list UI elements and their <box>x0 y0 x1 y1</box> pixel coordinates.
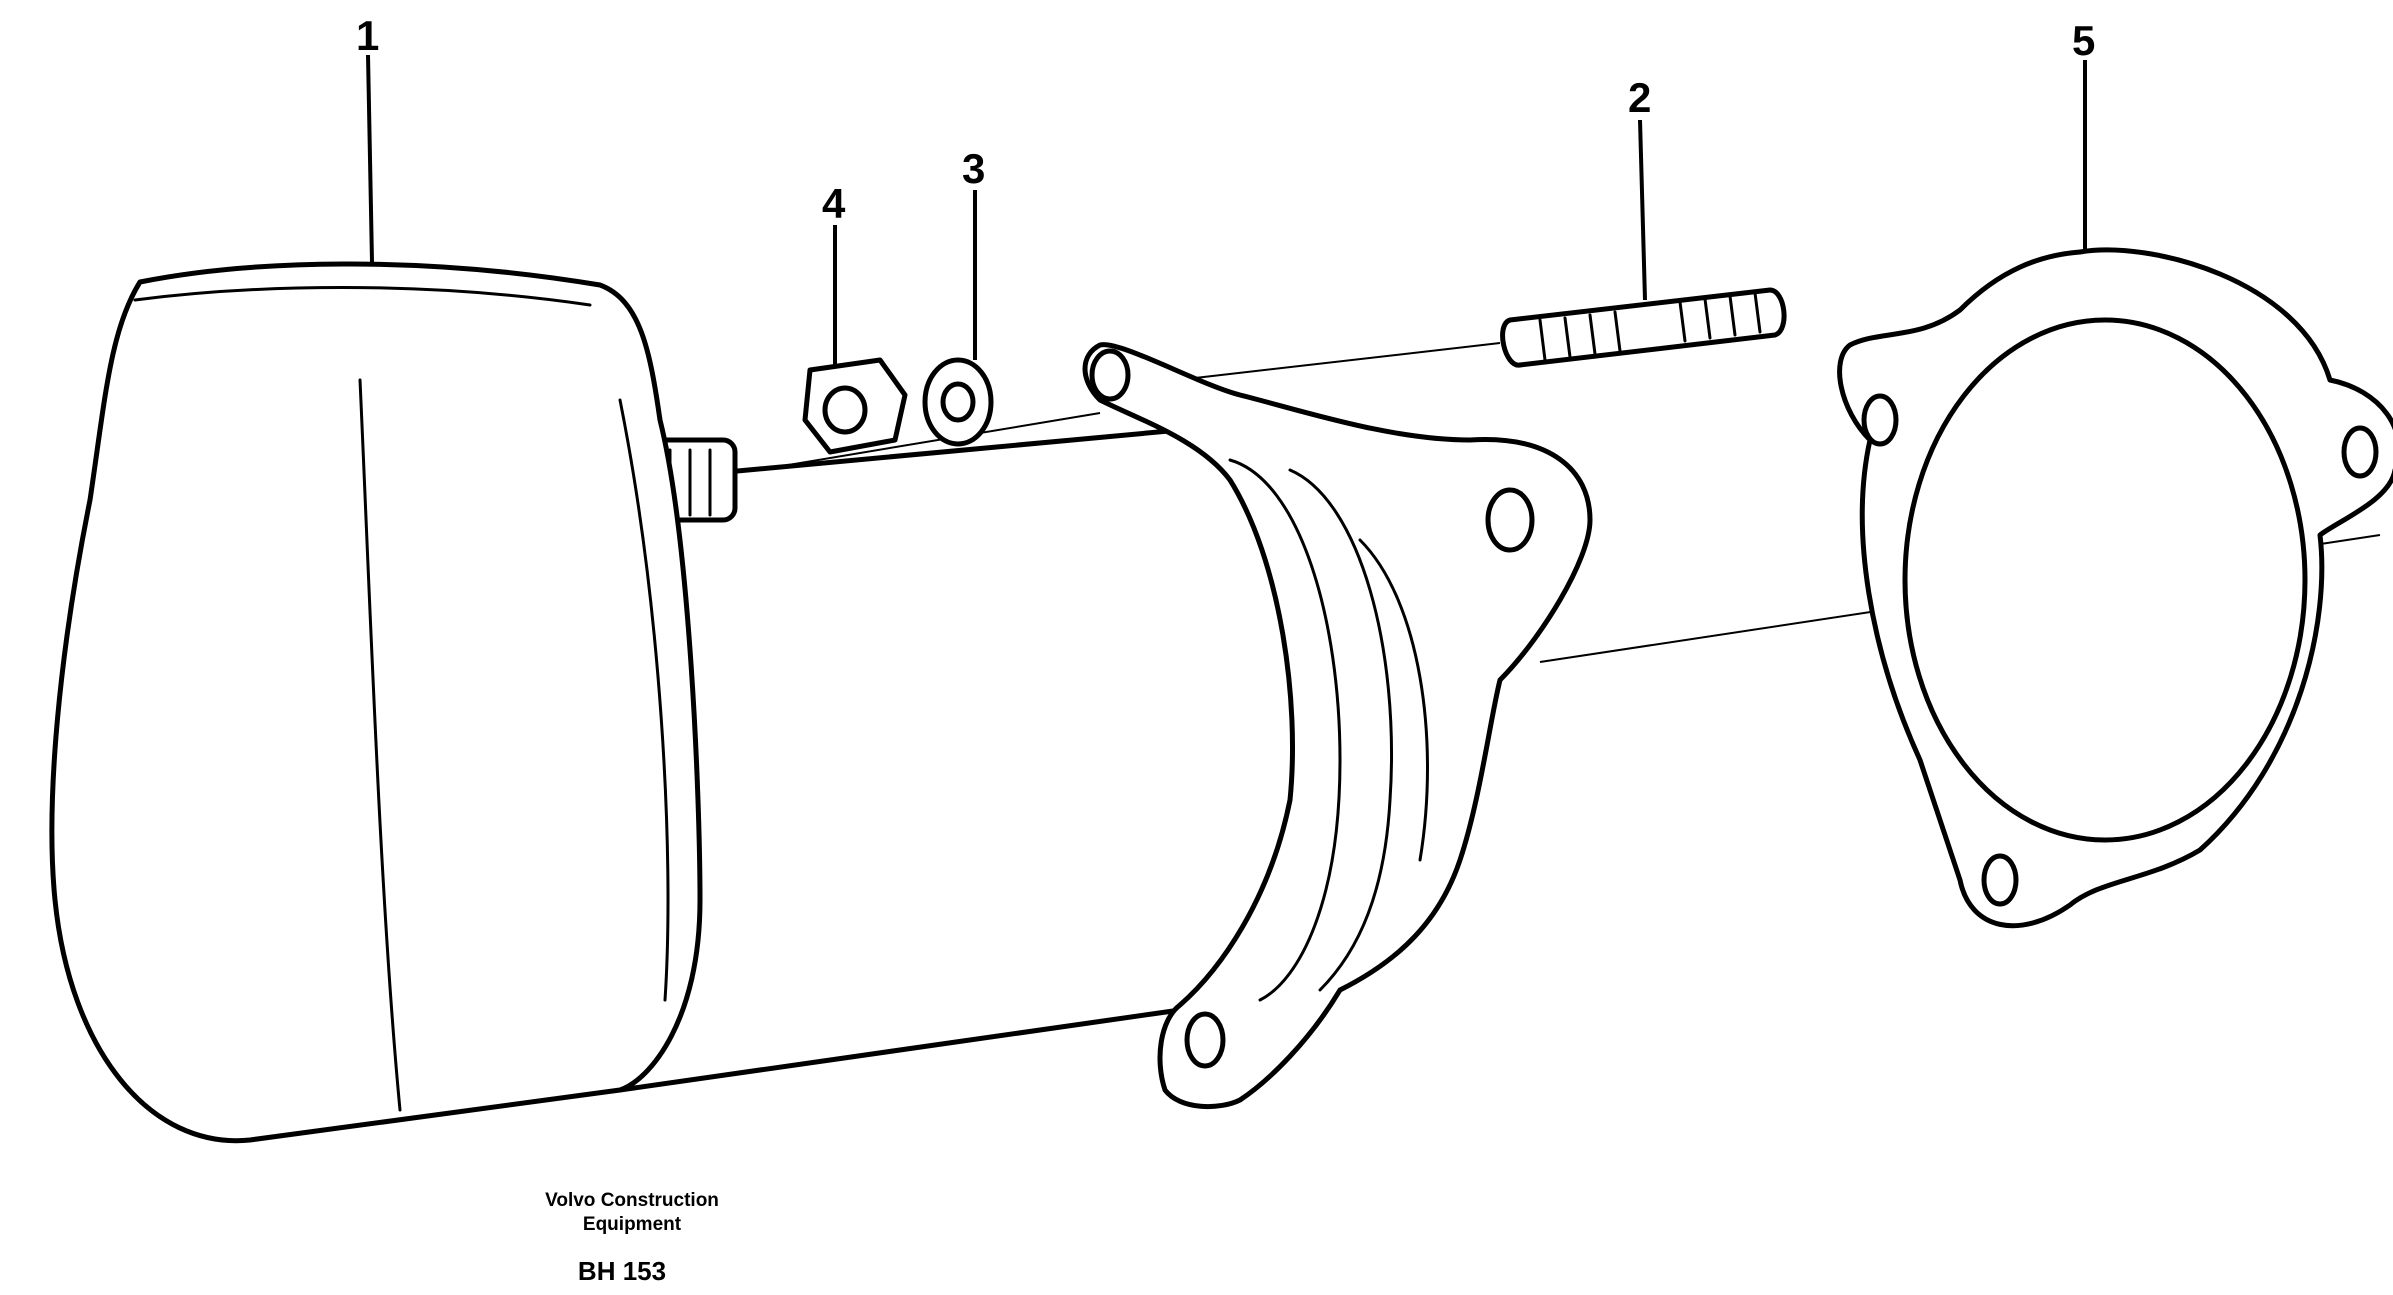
callout-4: 4 <box>822 180 846 227</box>
solenoid-cover <box>49 261 703 1144</box>
callout-3: 3 <box>962 145 985 192</box>
leader-lines <box>366 54 2087 368</box>
gasket <box>1837 247 2393 929</box>
nut <box>802 357 908 455</box>
caption-code: BH 153 <box>578 1256 666 1286</box>
callout-5: 5 <box>2072 17 2095 64</box>
solenoid-body <box>617 342 1593 1110</box>
callout-1: 1 <box>356 12 379 59</box>
callout-2: 2 <box>1628 74 1651 121</box>
stud <box>1500 287 1787 368</box>
caption-line-1: Volvo Construction <box>545 1190 719 1211</box>
caption-line-2: Equipment <box>583 1214 682 1235</box>
lock-washer <box>922 357 994 447</box>
